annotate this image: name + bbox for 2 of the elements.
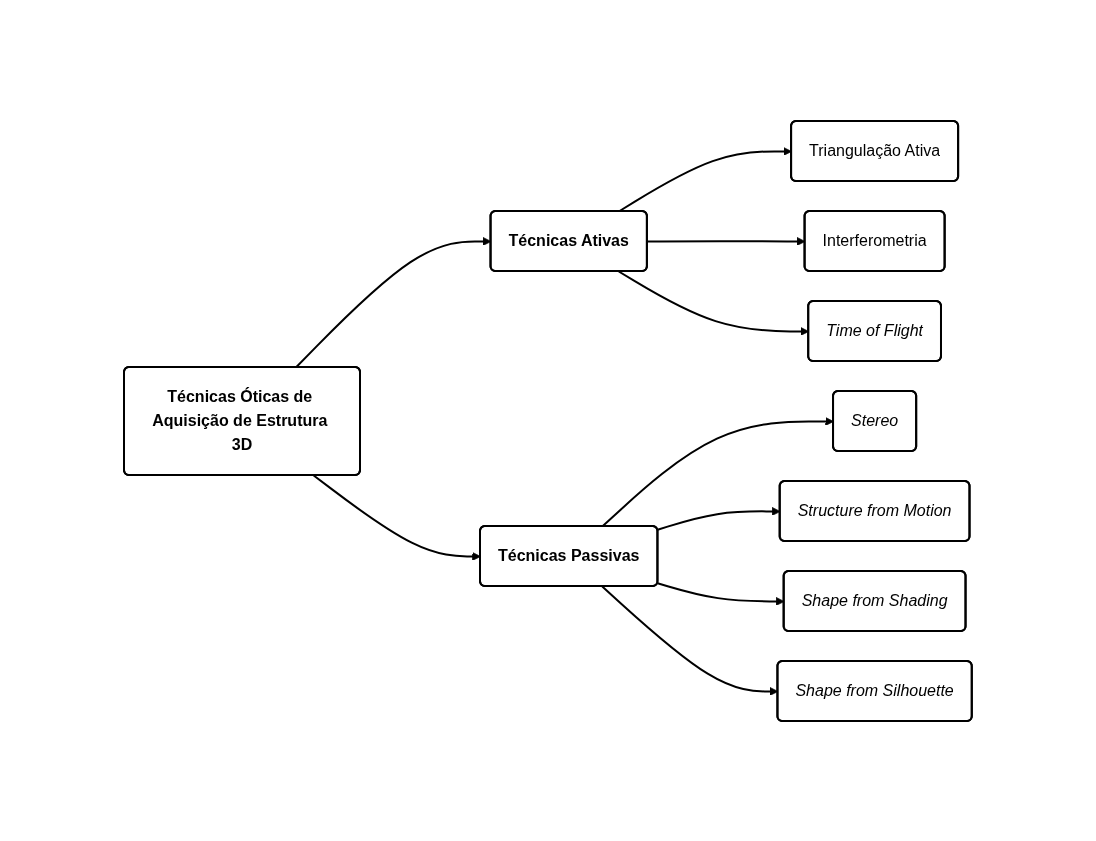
node-text: Técnicas Óticas de Aquisição de Estrutura 3D bbox=[152, 387, 328, 453]
arrow bbox=[312, 474, 481, 561]
